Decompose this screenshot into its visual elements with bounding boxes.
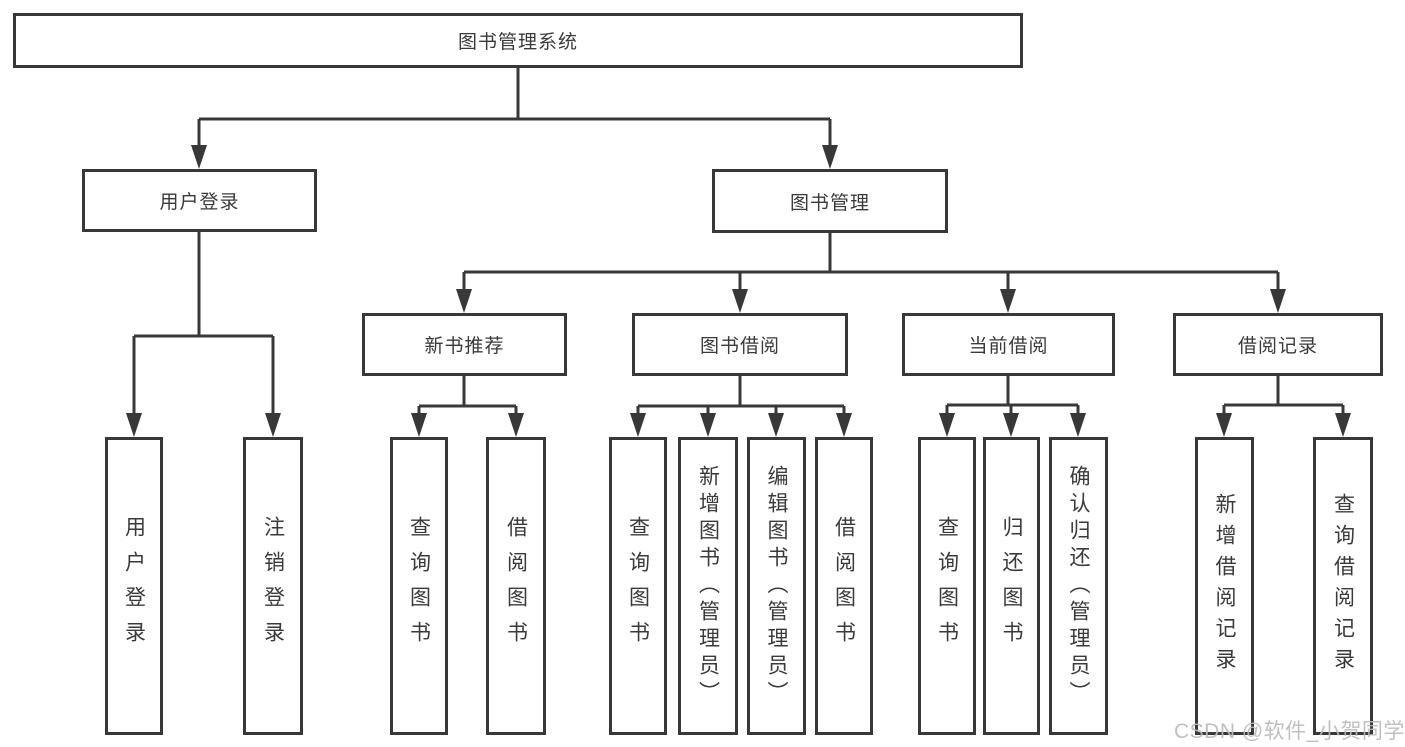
- node-borrow-records: 借阅记录: [1173, 313, 1383, 376]
- leaf-logout: 注销登录: [243, 437, 303, 735]
- leaf-bb-borrow-books: 借阅图书: [815, 437, 873, 735]
- leaf-user-login-label: 用户登录: [122, 516, 146, 656]
- leaf-cb-confirm-return-label: 确认归还（管理员）: [1067, 464, 1090, 708]
- node-current-borrow-label: 当前借阅: [968, 336, 1049, 357]
- leaf-cb-query-books-label: 查询图书: [935, 516, 959, 656]
- leaf-nbr-borrow-books: 借阅图书: [486, 437, 546, 735]
- leaf-br-add-record: 新增借阅记录: [1195, 437, 1254, 735]
- connector-current-borrow-children: [939, 376, 1086, 437]
- leaf-bb-borrow-books-label: 借阅图书: [832, 516, 856, 656]
- node-user-login: 用户登录: [82, 169, 317, 232]
- connector-user-login-children: [126, 232, 281, 437]
- leaf-user-login: 用户登录: [105, 437, 163, 735]
- connector-root-to-level2: [191, 68, 838, 169]
- node-book-borrow: 图书借阅: [632, 313, 848, 376]
- connector-new-book-recommend-children: [411, 376, 524, 437]
- leaf-cb-return-books-label: 归还图书: [1000, 516, 1023, 656]
- node-new-book-recommend-label: 新书推荐: [424, 336, 505, 357]
- leaf-cb-return-books: 归还图书: [983, 437, 1040, 735]
- node-book-borrow-label: 图书借阅: [699, 336, 780, 357]
- node-book-management: 图书管理: [712, 169, 948, 233]
- leaf-logout-label: 注销登录: [261, 516, 285, 656]
- node-root-label: 图书管理系统: [457, 32, 578, 53]
- leaf-br-query-record-label: 查询借阅记录: [1331, 493, 1355, 679]
- leaf-bb-edit-books-label: 编辑图书（管理员）: [765, 464, 788, 708]
- leaf-bb-edit-books: 编辑图书（管理员）: [747, 437, 806, 735]
- leaf-bb-query-books-label: 查询图书: [626, 516, 650, 656]
- node-current-borrow: 当前借阅: [902, 313, 1115, 376]
- connector-borrow-records-children: [1216, 376, 1351, 437]
- node-user-login-label: 用户登录: [159, 192, 240, 213]
- node-book-management-label: 图书管理: [789, 192, 870, 214]
- leaf-nbr-borrow-books-label: 借阅图书: [504, 516, 528, 656]
- node-root: 图书管理系统: [13, 13, 1023, 68]
- node-borrow-records-label: 借阅记录: [1237, 336, 1318, 357]
- csdn-watermark: CSDN @软件_小贺同学: [1174, 720, 1405, 743]
- leaf-nbr-query-books-label: 查询图书: [407, 516, 431, 656]
- leaf-br-query-record: 查询借阅记录: [1313, 437, 1373, 735]
- leaf-cb-confirm-return: 确认归还（管理员）: [1049, 437, 1108, 735]
- leaf-bb-add-books-label: 新增图书（管理员）: [696, 464, 720, 708]
- connector-book-borrow-children: [630, 376, 852, 437]
- leaf-nbr-query-books: 查询图书: [390, 437, 448, 735]
- connector-book-management-children: [456, 233, 1286, 313]
- leaf-bb-query-books: 查询图书: [609, 437, 667, 735]
- leaf-br-add-record-label: 新增借阅记录: [1213, 493, 1236, 679]
- leaf-cb-query-books: 查询图书: [918, 437, 976, 735]
- leaf-bb-add-books: 新增图书（管理员）: [678, 437, 738, 735]
- node-new-book-recommend: 新书推荐: [362, 313, 567, 376]
